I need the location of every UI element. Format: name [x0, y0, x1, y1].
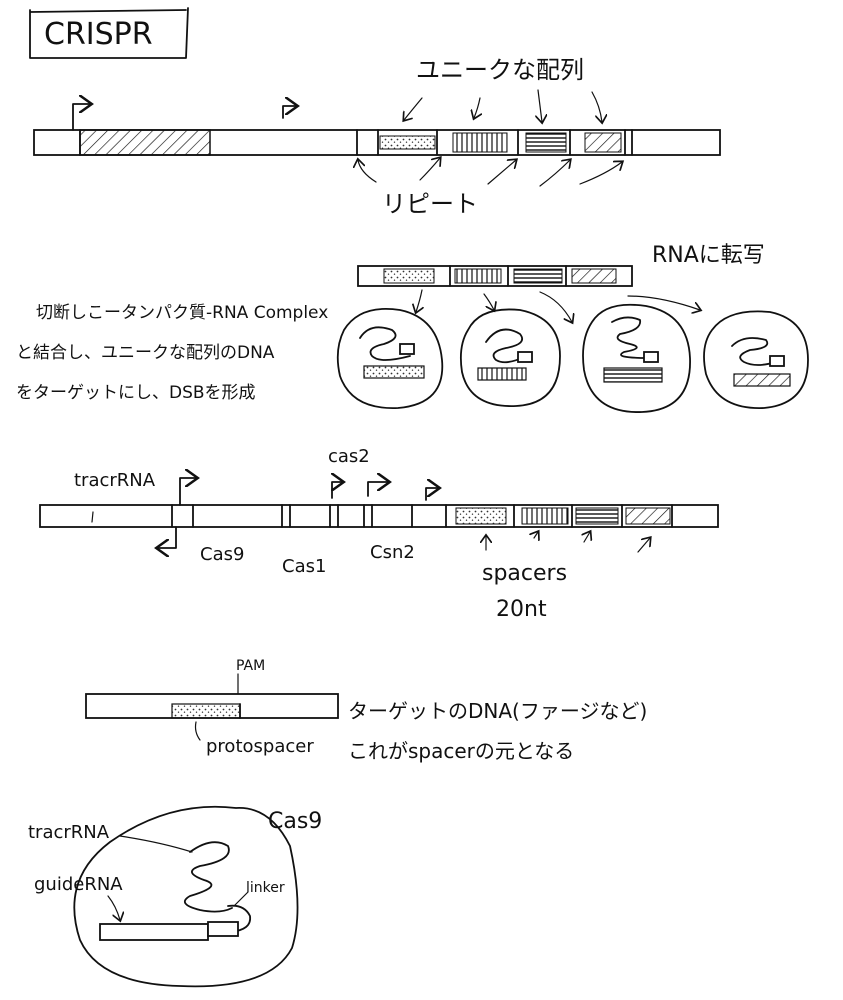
linker-loop [227, 904, 252, 933]
guiderna-strand [99, 923, 209, 941]
rna-spacer-1 [383, 268, 435, 284]
cas9-protein-label: Cas9 [268, 809, 322, 834]
title-box: CRISPR [29, 7, 189, 59]
array-spacer-1 [455, 507, 507, 525]
rna-spacer-4 [571, 268, 617, 284]
tracrrna-label: tracrRNA [74, 470, 156, 491]
spacer-4 [584, 132, 622, 153]
cas9-rna-complex-2 [459, 308, 561, 407]
linker-segment [207, 921, 239, 937]
crispr-locus-diagram: ユニークな配列 リピート [33, 56, 721, 218]
desc-line-3: をターゲットにし、DSBを形成 [16, 383, 256, 403]
cas9-complex-detail: Cas9 tracrRNA guideRNA linker [28, 805, 322, 988]
cas2-label: cas2 [328, 446, 370, 467]
target-dna-diagram: PAM protospacer ターゲットのDNA(ファージなど) これがspa… [85, 658, 647, 763]
unique-seq-label: ユニークな配列 [416, 56, 584, 84]
cas9-rna-complex-4 [703, 310, 809, 409]
cas1-label: Cas1 [282, 556, 326, 577]
cas-operon-diagram: tracrRNA cas2 Cas9 Cas1 Csn2 spacers 20n… [39, 446, 719, 622]
spacer-length-label: 20nt [496, 597, 547, 622]
promoter-arrow-2 [282, 106, 296, 119]
pam-label: PAM [236, 658, 265, 674]
array-spacer-4 [625, 507, 671, 525]
cas9-protein-outline [73, 805, 299, 988]
linker-label: linker [246, 880, 285, 896]
spacers-label: spacers [482, 561, 567, 586]
promoter-arrow-1 [72, 104, 90, 131]
protospacer-label: protospacer [206, 736, 314, 757]
tracrrna-detail-label: tracrRNA [28, 822, 110, 843]
page-title: CRISPR [44, 17, 153, 52]
spacer-3 [525, 132, 567, 153]
cas9-gene-label: Cas9 [200, 544, 244, 565]
desc-line-1: 切断しこータンパク質-RNA Complex [36, 303, 328, 323]
array-spacer-2 [521, 507, 569, 525]
spacer-1 [379, 135, 436, 150]
desc-line-2: と結合し、ユニークな配列のDNA [16, 343, 275, 363]
target-dna-label: ターゲットのDNA(ファージなど) [348, 699, 647, 723]
rna-spacer-2 [454, 268, 502, 284]
guiderna-label: guideRNA [34, 874, 123, 895]
spacer-origin-label: これがspacerの元となる [348, 739, 574, 763]
tracrrna-loop [183, 841, 233, 913]
cas9-rna-complex-3 [582, 303, 691, 413]
rna-spacer-3 [513, 268, 563, 284]
tracr-region [79, 129, 211, 156]
protospacer-region [171, 703, 241, 719]
transcribe-label: RNAに転写 [652, 243, 765, 268]
spacer-2 [452, 132, 508, 153]
transcription-diagram: RNAに転写 切断しこータンパク質-RNA Complex と結合し、ユニークな… [16, 243, 809, 413]
array-spacer-3 [575, 507, 619, 525]
cas9-rna-complex-1 [336, 308, 444, 409]
csn2-label: Csn2 [370, 542, 415, 563]
repeat-label: リピート [382, 190, 478, 218]
